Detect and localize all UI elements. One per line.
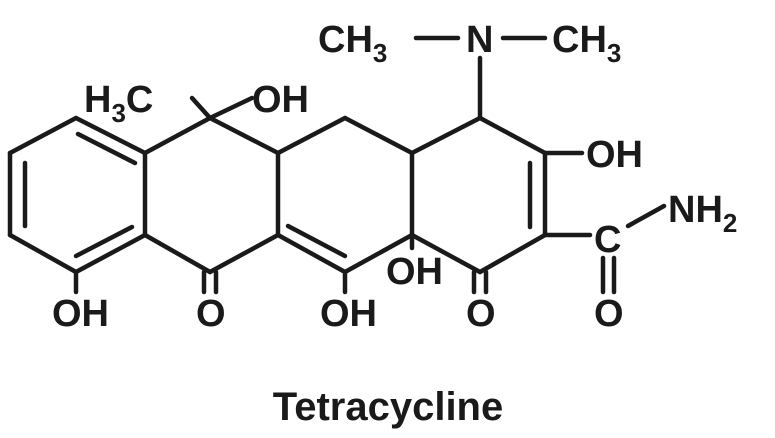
atom-labels: CH3 N CH3 H3C OH OH NH2 C O OH OH O OH O [52, 19, 737, 335]
label-ch3-right: CH3 [552, 19, 621, 68]
label-o-amide: O [594, 293, 624, 335]
bond-a2 [7, 115, 79, 156]
bond-d2 [477, 115, 548, 156]
label-oh-c12a: OH [386, 251, 443, 293]
label-n-dimethyl: N [466, 19, 493, 61]
label-oh-c10: OH [52, 293, 109, 335]
bond-d1 [409, 115, 483, 156]
label-h3c: H3C [84, 79, 153, 128]
bonds [7, 35, 667, 295]
compound-name: Tetracycline [273, 385, 504, 429]
bond-b1 [142, 115, 213, 156]
label-o-c11: O [196, 293, 226, 335]
label-oh-c6: OH [252, 79, 309, 121]
label-c-amide: C [594, 219, 621, 261]
bond-c5 [275, 232, 348, 275]
label-o-c1: O [466, 293, 496, 335]
bond-c6-ch3 [189, 95, 213, 121]
bond-a4 [7, 232, 79, 275]
bond-c4 [342, 232, 415, 275]
bond-c2 [342, 115, 415, 156]
label-ch3-left: CH3 [318, 19, 387, 68]
bond-a1 [73, 115, 148, 156]
label-nh2: NH2 [668, 189, 737, 238]
bond-a5-inner [73, 224, 135, 259]
label-oh-enol: OH [586, 134, 643, 176]
bond-b5 [142, 232, 213, 275]
bond-c5-double [285, 223, 348, 259]
bond-a1-inner [75, 131, 138, 166]
bond-a5 [73, 232, 148, 275]
bond-d4 [477, 232, 548, 275]
bond-c-nh2 [625, 203, 667, 229]
bond-c6-oh [207, 95, 255, 121]
bond-b2 [207, 115, 281, 156]
bond-c1 [275, 115, 348, 156]
label-oh-c12: OH [320, 293, 377, 335]
bond-d5 [409, 232, 483, 275]
bond-b4 [207, 232, 281, 275]
